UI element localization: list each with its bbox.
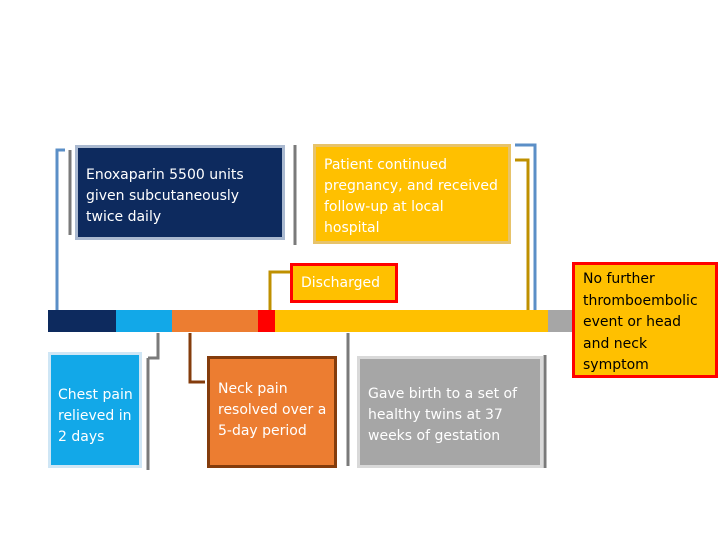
connector-discharged	[268, 270, 290, 310]
event-gave-birth: Gave birth to a set of healthy twins at …	[357, 356, 543, 468]
event-continued-pregnancy: Patient continued pregnancy, and receive…	[313, 144, 511, 244]
event-enoxaparin: Enoxaparin 5500 units given subcutaneous…	[75, 145, 285, 240]
connector-enoxaparin-outer	[55, 148, 65, 312]
event-neck-pain: Neck pain resolved over a 5-day period	[207, 356, 337, 468]
connector-pregnancy-inner	[515, 158, 530, 310]
connector-pregnancy-outer	[515, 143, 537, 310]
event-gave-birth-text: Gave birth to a set of healthy twins at …	[368, 386, 517, 444]
timeline-segment-navy	[48, 310, 116, 332]
connector-chest-pain	[148, 333, 160, 360]
event-discharged: Discharged	[290, 263, 398, 303]
event-no-further-text: No further thromboembolic event or head …	[583, 271, 698, 373]
timeline-segment-light-blue	[116, 310, 172, 332]
event-continued-pregnancy-text: Patient continued pregnancy, and receive…	[324, 157, 498, 236]
event-neck-pain-text: Neck pain resolved over a 5-day period	[218, 381, 327, 439]
event-chest-pain-text: Chest pain relieved in 2 days	[58, 387, 133, 445]
timeline-segment-orange	[172, 310, 258, 332]
event-discharged-text: Discharged	[301, 275, 381, 291]
event-enoxaparin-text: Enoxaparin 5500 units given subcutaneous…	[86, 167, 244, 225]
timeline-segment-red	[258, 310, 275, 332]
timeline-segment-yellow	[275, 310, 548, 332]
connector-neck-pain	[188, 333, 205, 384]
event-no-further: No further thromboembolic event or head …	[572, 262, 718, 378]
event-chest-pain: Chest pain relieved in 2 days	[48, 352, 142, 468]
